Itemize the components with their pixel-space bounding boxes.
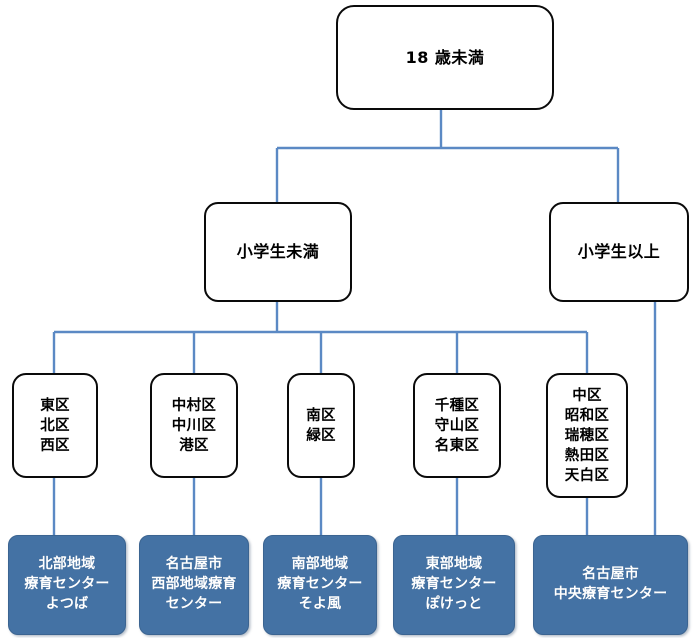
node-ward-group-5-label: 中区 昭和区 瑞穂区 熱田区 天白区	[564, 387, 610, 484]
node-ward-group-5[interactable]: 中区 昭和区 瑞穂区 熱田区 天白区	[546, 373, 628, 498]
node-center-south-label: 南部地域 療育センター そよ風	[277, 556, 363, 612]
node-elementary-and-above-label: 小学生以上	[577, 242, 661, 262]
node-under-elementary-label: 小学生未満	[236, 242, 320, 262]
node-center-west[interactable]: 名古屋市 西部地域療育 センター	[139, 535, 249, 635]
node-ward-group-2-label: 中村区 中川区 港区	[171, 397, 217, 454]
node-ward-group-4[interactable]: 千種区 守山区 名東区	[413, 373, 501, 478]
node-center-east-label: 東部地域 療育センター ぽけっと	[411, 556, 497, 612]
node-center-south[interactable]: 南部地域 療育センター そよ風	[263, 535, 377, 635]
node-center-east[interactable]: 東部地域 療育センター ぽけっと	[393, 535, 515, 635]
node-ward-group-1-label: 東区 北区 西区	[40, 397, 70, 454]
node-ward-group-4-label: 千種区 守山区 名東区	[434, 397, 480, 454]
node-elementary-and-above[interactable]: 小学生以上	[549, 202, 689, 302]
node-center-central[interactable]: 名古屋市 中央療育センター	[533, 535, 688, 635]
node-center-west-label: 名古屋市 西部地域療育 センター	[151, 556, 237, 612]
node-center-central-label: 名古屋市 中央療育センター	[553, 566, 668, 602]
node-center-north-label: 北部地域 療育センター よつば	[24, 556, 110, 612]
node-ward-group-1[interactable]: 東区 北区 西区	[12, 373, 98, 478]
node-center-north[interactable]: 北部地域 療育センター よつば	[8, 535, 126, 635]
node-ward-group-2[interactable]: 中村区 中川区 港区	[150, 373, 238, 478]
node-under-elementary[interactable]: 小学生未満	[204, 202, 352, 302]
node-under-18-label: 18 歳未満	[405, 47, 485, 67]
node-under-18[interactable]: 18 歳未満	[336, 5, 554, 110]
node-ward-group-3[interactable]: 南区 緑区	[287, 373, 355, 478]
node-ward-group-3-label: 南区 緑区	[306, 407, 336, 444]
